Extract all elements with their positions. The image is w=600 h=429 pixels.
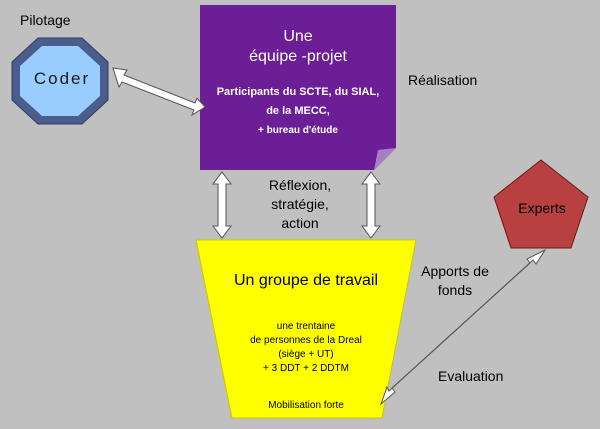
reflexion-line: action bbox=[281, 215, 319, 231]
working-group-line: + 3 DDT + 2 DDTM bbox=[263, 363, 349, 374]
working-group-title: Un groupe de travail bbox=[233, 272, 379, 289]
reflexion-line: Réflexion, bbox=[268, 177, 332, 193]
realisation-label: Réalisation bbox=[408, 72, 478, 88]
experts-pentagon bbox=[493, 159, 589, 249]
working-group-description: une trentaine de personnes de la Dreal (… bbox=[196, 320, 416, 376]
team-title: Une bbox=[283, 28, 313, 45]
working-group-mobilisation: Mobilisation forte bbox=[268, 400, 344, 411]
apports-line: fonds bbox=[437, 282, 473, 298]
team-box-fold bbox=[374, 148, 396, 170]
pilotage-label: Pilotage bbox=[20, 12, 71, 28]
team-bureau: + bureau d'étude bbox=[258, 125, 338, 136]
team-participants: Participants du SCTE, du SIAL, de la MEC… bbox=[200, 83, 396, 121]
experts-label: Experts bbox=[518, 200, 566, 216]
working-group-line: une trentaine bbox=[276, 321, 336, 332]
team-subtitle: équipe -projet bbox=[249, 48, 347, 65]
coder-octagon-inner bbox=[20, 46, 100, 116]
arrow-team-workgroup-right bbox=[361, 171, 381, 239]
team-box: Une équipe -projet Participants du SCTE,… bbox=[200, 5, 396, 170]
working-group-shape bbox=[195, 239, 417, 419]
apports-label: Apports de fonds bbox=[412, 262, 498, 300]
evaluation-label: Evaluation bbox=[438, 368, 504, 384]
team-participants-line: de la MECC, bbox=[266, 105, 330, 117]
working-group-line: de personnes de la Dreal bbox=[250, 335, 362, 346]
arrow-team-workgroup-left bbox=[212, 171, 232, 239]
reflexion-line: stratégie, bbox=[271, 196, 329, 212]
arrow-experts-workgroup bbox=[379, 248, 547, 406]
team-box-shape bbox=[200, 5, 396, 170]
apports-line: Apports de bbox=[421, 263, 489, 279]
coder-label: Coder bbox=[33, 69, 91, 88]
working-group-box: Un groupe de travail une trentaine de pe… bbox=[196, 240, 416, 420]
working-group-line: (siège + UT) bbox=[278, 349, 334, 360]
team-participants-line: Participants du SCTE, du SIAL, bbox=[216, 86, 380, 98]
arrow-coder-team bbox=[112, 67, 206, 117]
reflexion-label: Réflexion, stratégie, action bbox=[250, 176, 350, 233]
